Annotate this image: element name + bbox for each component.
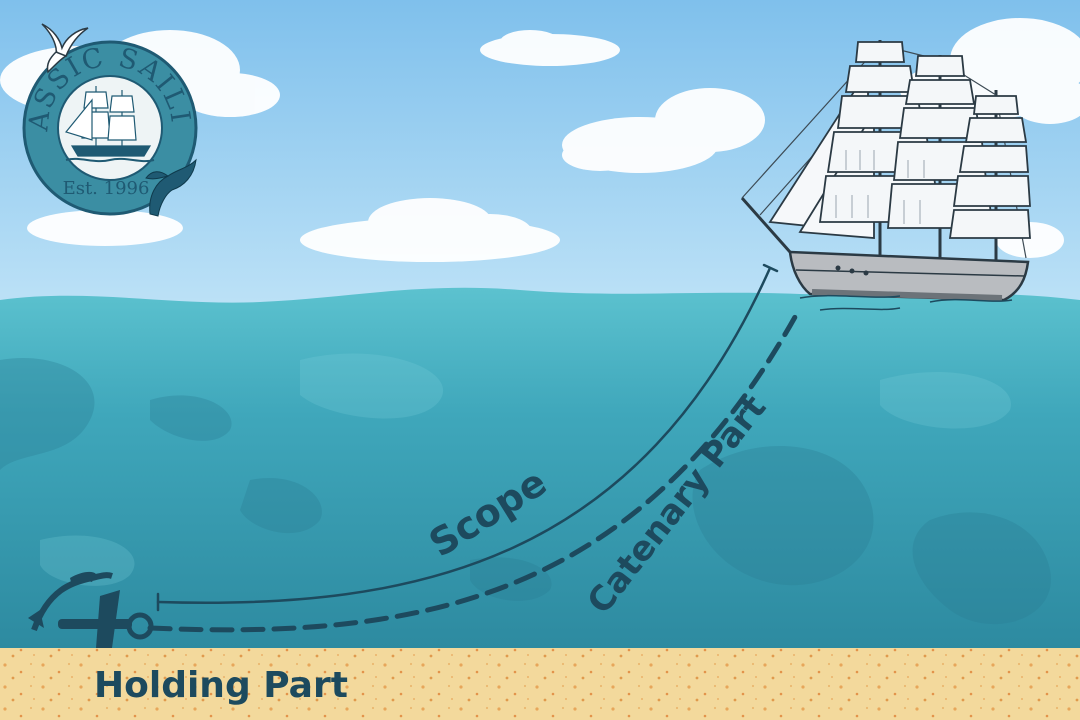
ship-hull [788,250,1030,302]
logo-waves [65,157,155,163]
whale-tail-icon [145,158,197,217]
seabed-texture [0,648,1080,720]
ship-sail-shading [835,150,925,224]
anchor-rode [147,305,803,633]
ship-water-ripples [799,294,1013,311]
scope-line [156,263,779,612]
cloud-left-low [27,210,183,246]
sea [0,287,1080,650]
logo-established: Est. 1996 [63,178,150,199]
logo-ship-icon [64,86,152,157]
cloud-small-top [480,30,620,66]
cloud-center [300,198,560,262]
sea-swirls [0,358,1051,625]
anchor-icon [28,571,154,648]
ship-square-sails [818,41,1031,239]
holding-part-label: Holding Part [94,665,348,706]
sailing-ship-icon [740,40,1031,311]
cloud-middle [562,88,765,173]
ship-bowsprit [740,197,792,253]
seagull-icon [41,23,89,74]
